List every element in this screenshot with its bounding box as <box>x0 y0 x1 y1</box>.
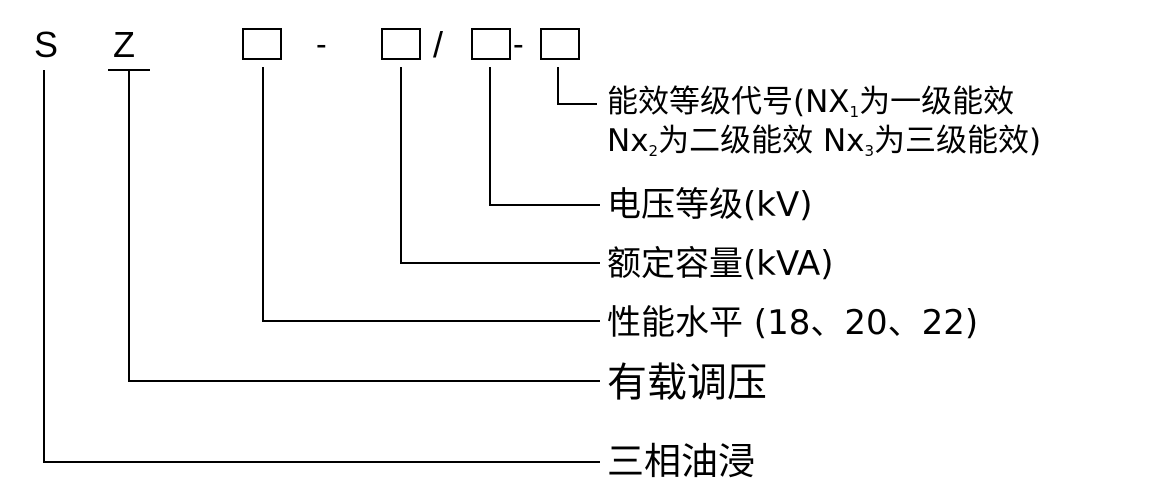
code-letter-s: S <box>34 24 58 65</box>
three-phase-leader <box>43 70 600 463</box>
voltage-leader <box>489 67 600 206</box>
capacity-label: 额定容量(kVA) <box>607 244 834 284</box>
code-dash-2: - <box>513 26 524 62</box>
capacity-leader <box>400 67 600 264</box>
efficiency-label-line1: 能效等级代号(NX1为一级能效 <box>607 84 1014 121</box>
code-slash: / <box>433 24 443 65</box>
performance-label: 性能水平 (18、20、22) <box>607 303 978 343</box>
performance-box <box>242 28 282 60</box>
three-phase-label: 三相油浸 <box>607 440 755 483</box>
voltage-label: 电压等级(kV) <box>607 185 812 225</box>
code-dash-1: - <box>316 26 327 62</box>
efficiency-label-line2: Nx2为二级能效 Nx3为三级能效) <box>607 123 1041 160</box>
performance-leader <box>262 67 600 322</box>
efficiency-leader <box>557 67 597 105</box>
voltage-box <box>471 28 511 60</box>
on-load-label: 有载调压 <box>607 360 767 406</box>
efficiency-box <box>540 28 580 60</box>
on-load-leader <box>128 70 600 382</box>
capacity-box <box>381 28 421 60</box>
code-letter-z: Z <box>113 24 135 65</box>
